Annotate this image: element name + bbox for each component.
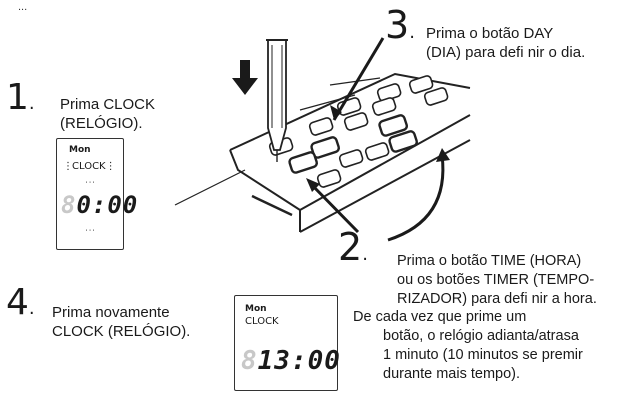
step-3-number: 3. [385, 3, 415, 47]
clock-display-2: Mon CLOCK 813:00 [234, 295, 341, 391]
step-3-arrow [330, 37, 385, 121]
display-2-time: 813:00 [241, 346, 341, 376]
step-4-text: Prima novamente CLOCK (RELÓGIO). [52, 304, 191, 340]
button-grid [268, 75, 449, 188]
display-1-day: Mon [69, 145, 91, 155]
step-2-arrow-left [306, 178, 360, 234]
stylus [266, 39, 288, 162]
step-2-number: 2. [338, 225, 368, 269]
flash-marks-bottom: ˌˌˌ [85, 221, 95, 232]
display-2-label: CLOCK [245, 316, 279, 327]
step-2-text: Prima o botão TIME (HORA) ou os botões T… [353, 253, 597, 382]
display-1-label: ⋮CLOCK⋮ [63, 161, 116, 172]
step-1-number: 1. [6, 77, 35, 118]
display-2-day: Mon [245, 304, 267, 314]
step-4-number: 4. [6, 282, 35, 323]
flash-marks-top: ˈˈˈ [85, 181, 95, 192]
header-fragment: ... [18, 1, 27, 13]
down-arrow [232, 60, 258, 95]
display-1-time: 80:00 [61, 191, 139, 219]
step-1-text: Prima CLOCK (RELÓGIO). [60, 96, 156, 132]
step-2-arrow-right [387, 148, 450, 242]
clock-display-1: Mon ⋮CLOCK⋮ ˈˈˈ 80:00 ˌˌˌ [56, 138, 137, 250]
step-3-text: Prima o botão DAY (DIA) para defi nir o … [426, 25, 586, 61]
